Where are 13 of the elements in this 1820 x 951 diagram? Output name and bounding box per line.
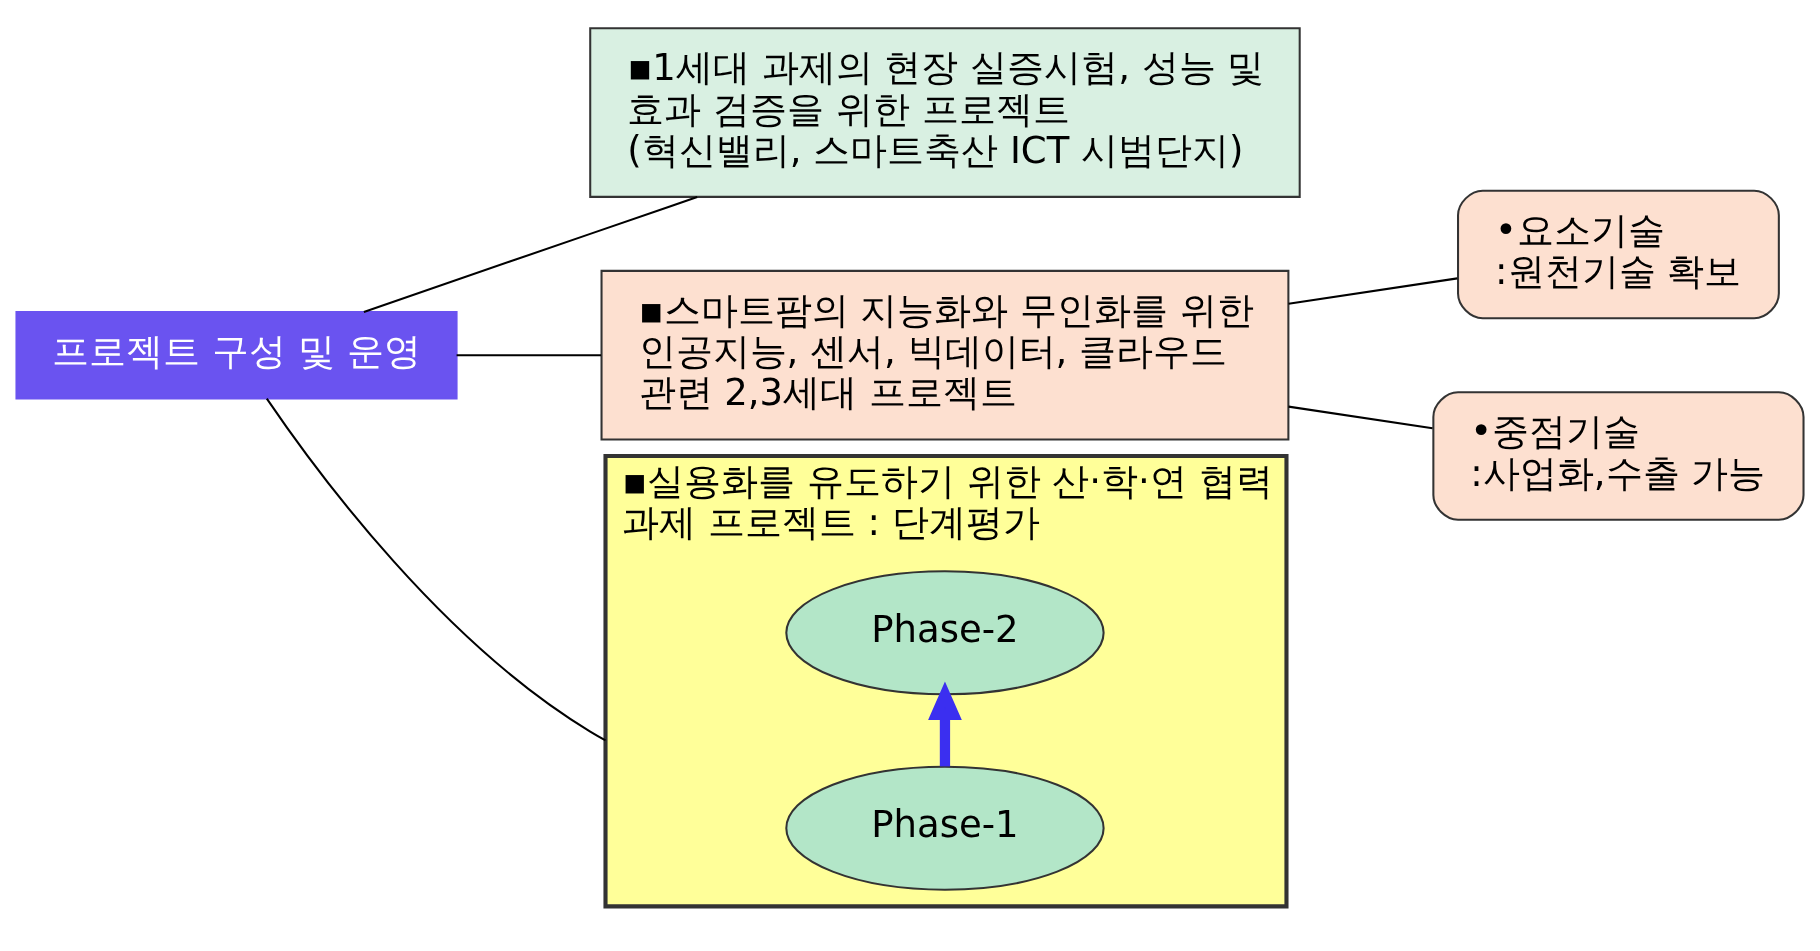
arrow <box>928 681 962 767</box>
node-box: ▪1세대 과제의 현장 실증시험, 성능 및 효과 검증을 위한 프로젝트 (혁신밸리, 스마트축산 ICT 시범단지) <box>589 27 1301 198</box>
node-ellipse: Phase-1 <box>785 765 1105 891</box>
node-ellipse: Phase-2 <box>785 570 1105 696</box>
connector <box>265 398 606 742</box>
connector <box>1288 277 1458 305</box>
node-box: ▪스마트팜의 지능화와 무인화를 위한 인공지능, 센서, 빅데이터, 클라우드 관련 2,3세대 프로젝트 <box>600 269 1290 441</box>
connector <box>456 354 602 357</box>
node-box: •중점기술 :사업화,수출 가능 <box>1432 391 1805 521</box>
connector <box>1288 405 1433 430</box>
connector <box>363 196 698 313</box>
node-box: 프로젝트 구성 및 운영 <box>15 311 458 400</box>
node-box: •요소기술 :원천기술 확보 <box>1457 189 1780 320</box>
